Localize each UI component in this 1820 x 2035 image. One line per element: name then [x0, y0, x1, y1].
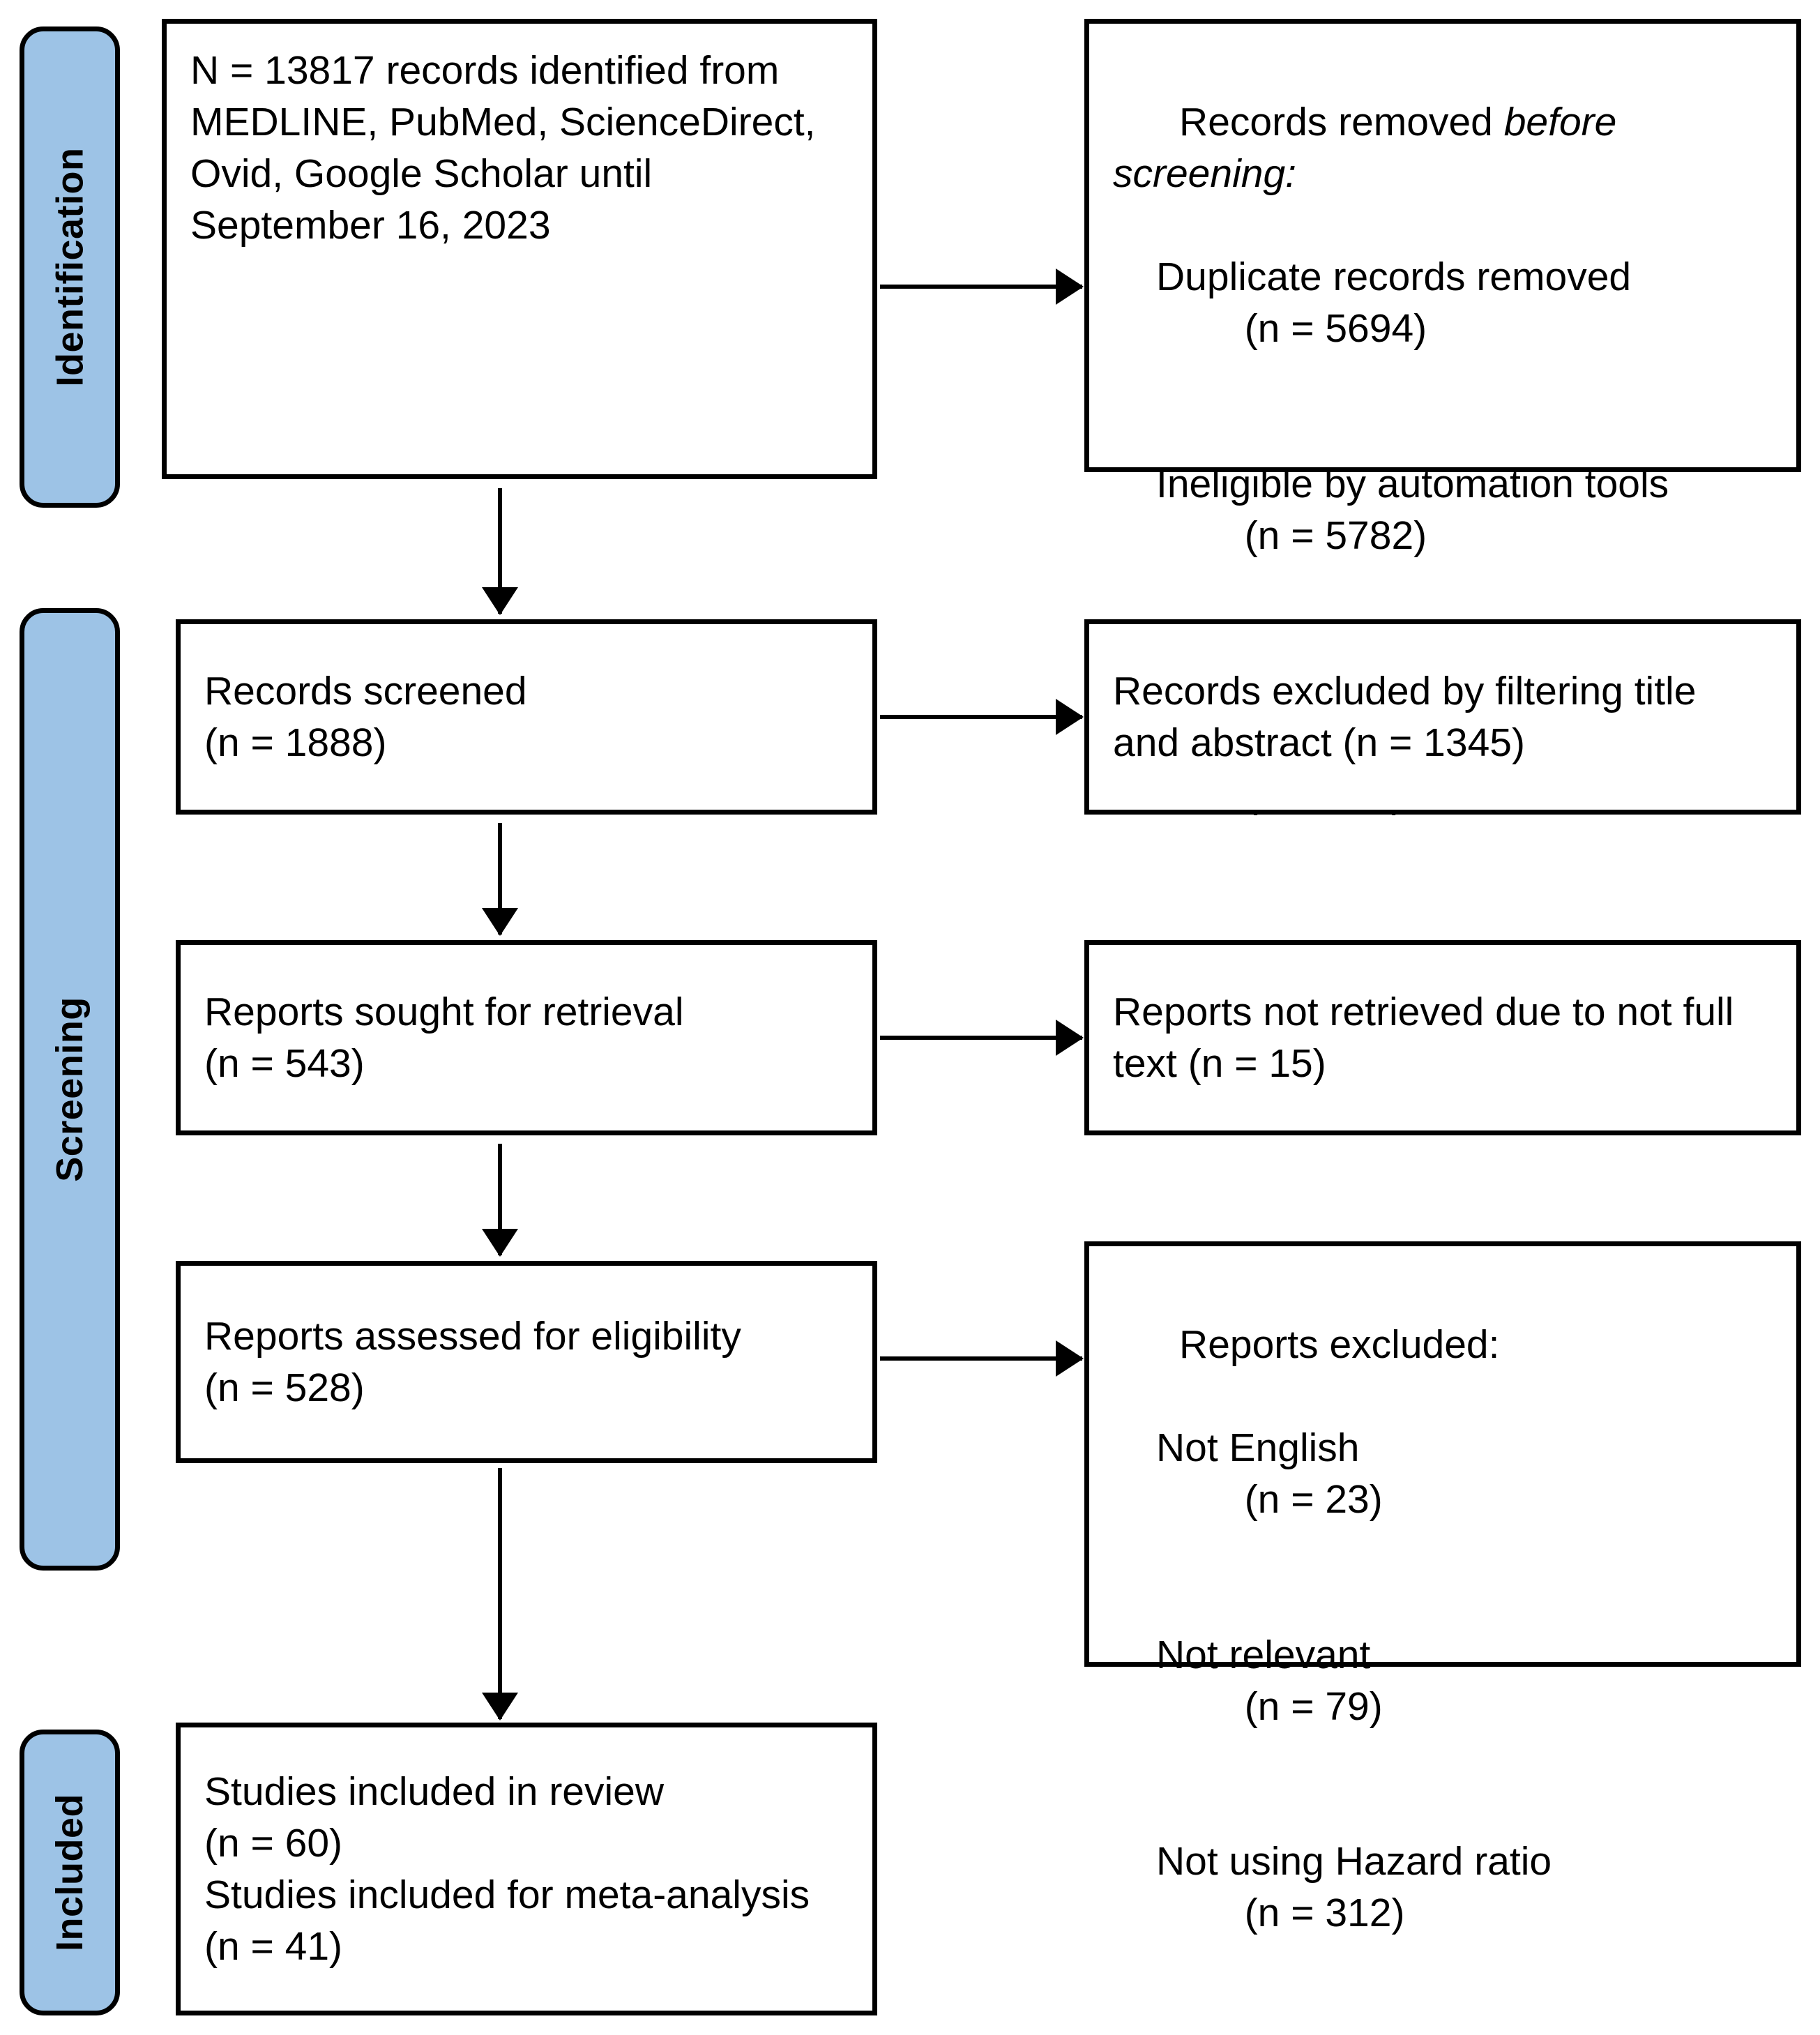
phase-label-identification: Identification — [49, 147, 91, 387]
box-records-screened: Records screened (n = 1888) — [176, 619, 877, 815]
connector-sought-to-assessed — [498, 1144, 502, 1255]
connector-assessed-to-excluded — [880, 1356, 1082, 1361]
records-identified-text: N = 13817 records identified from MEDLIN… — [190, 48, 827, 248]
studies-included-meta-count: (n = 41) — [204, 1924, 343, 1969]
reports-assessed-count: (n = 528) — [204, 1366, 365, 1410]
box-records-excluded: Records excluded by filtering title and … — [1084, 619, 1801, 815]
box-records-removed-before-screening: Records removed before screening: Duplic… — [1084, 19, 1801, 816]
records-removed-item-0: Duplicate records removed (n = 5694) — [1156, 255, 1632, 351]
records-removed-heading-colon: : — [1285, 151, 1296, 197]
reports-not-retrieved-text: Reports not retrieved due to not full te… — [1113, 989, 1745, 1086]
records-removed-item-1: Ineligible by automation tools (n = 5782… — [1156, 461, 1669, 558]
box-studies-included: Studies included in review (n = 60) Stud… — [176, 1723, 877, 2015]
studies-included-meta-label: Studies included for meta-analysis — [204, 1873, 810, 1917]
phase-bar-included: Included — [20, 1730, 120, 2015]
phase-bar-identification: Identification — [20, 27, 120, 508]
connector-identified-to-removed — [880, 285, 1082, 289]
reports-sought-label: Reports sought for retrieval — [204, 989, 684, 1034]
records-removed-heading-plain: Records removed — [1179, 100, 1504, 145]
reports-sought-text: Reports sought for retrieval (n = 543) — [204, 986, 683, 1089]
records-excluded-text: Records excluded by filtering title and … — [1113, 668, 1708, 765]
reports-excluded-item-2: Not using Hazard ratio (n = 312) — [1156, 1839, 1552, 1936]
studies-included-text: Studies included in review (n = 60) Stud… — [204, 1766, 849, 1972]
records-removed-heading-italic: before screening — [1113, 100, 1628, 197]
connector-assessed-to-included — [498, 1468, 502, 1719]
connector-sought-to-notretrieved — [880, 1036, 1082, 1040]
phase-label-included: Included — [49, 1793, 91, 1952]
box-reports-excluded-detail: Reports excluded: Not English (n = 23) N… — [1084, 1241, 1801, 1935]
reports-excluded-heading: Reports excluded: — [1179, 1322, 1500, 1368]
records-screened-count: (n = 1888) — [204, 720, 387, 765]
records-screened-label: Records screened — [204, 668, 527, 713]
reports-excluded-item-0: Not English (n = 23) — [1156, 1425, 1383, 1522]
box-reports-not-retrieved: Reports not retrieved due to not full te… — [1084, 940, 1801, 1135]
reports-assessed-label: Reports assessed for eligibility — [204, 1313, 741, 1359]
connector-screened-to-sought — [498, 823, 502, 935]
reports-excluded-item-1: Not relevant (n = 79) — [1156, 1632, 1383, 1729]
reports-assessed-text: Reports assessed for eligibility (n = 52… — [204, 1310, 741, 1414]
phase-label-screening: Screening — [49, 997, 91, 1182]
box-records-identified: N = 13817 records identified from MEDLIN… — [162, 19, 877, 479]
reports-sought-count: (n = 543) — [204, 1041, 365, 1086]
records-screened-text: Records screened (n = 1888) — [204, 665, 527, 769]
box-reports-assessed: Reports assessed for eligibility (n = 52… — [176, 1261, 877, 1463]
box-reports-sought: Reports sought for retrieval (n = 543) — [176, 940, 877, 1135]
connector-identified-to-screened — [498, 488, 502, 614]
phase-bar-screening: Screening — [20, 608, 120, 1571]
studies-included-review-label: Studies included in review — [204, 1769, 665, 1814]
studies-included-review-count: (n = 60) — [204, 1820, 343, 1866]
connector-screened-to-excluded — [880, 715, 1082, 719]
reports-excluded-text: Reports excluded: Not English (n = 23) N… — [1113, 1267, 1567, 2035]
